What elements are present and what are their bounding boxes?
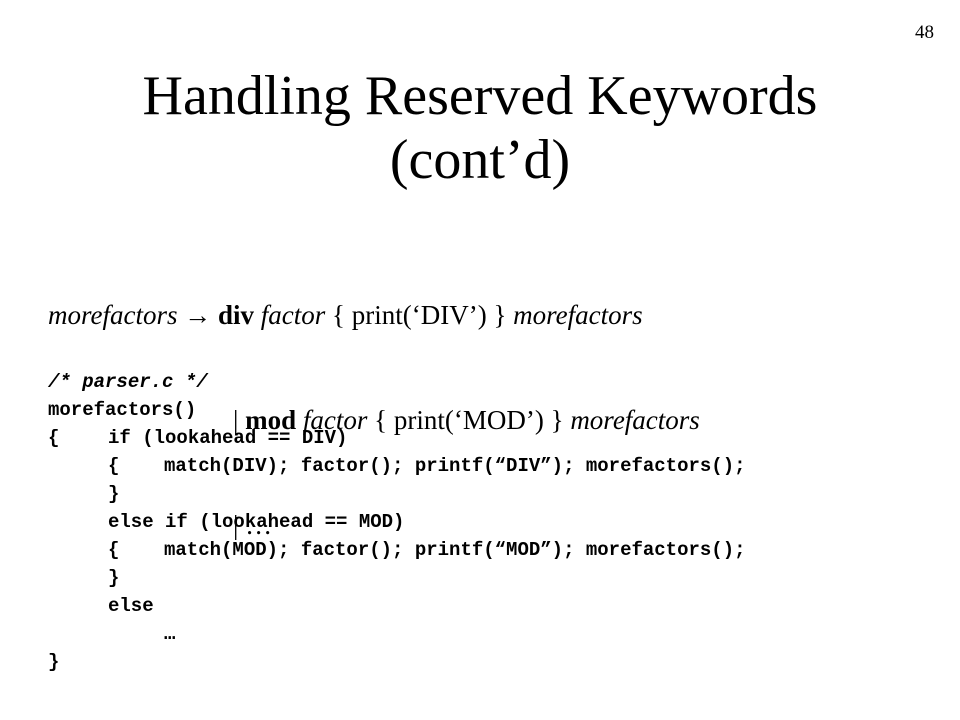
slide-number: 48 [915, 22, 934, 43]
code-if-condition: if (lookahead == DIV) [108, 427, 348, 449]
grammar-line-3: | … [48, 508, 700, 543]
code-ellipsis: … [164, 623, 176, 645]
keyword-mod: mod [245, 405, 297, 435]
code-line-div-body: { match(DIV); factor(); printf(“DIV”); mo… [48, 452, 746, 480]
grammar-ellipsis: … [245, 510, 273, 540]
code-mod-body: match(MOD); factor(); printf(“MOD”); mor… [164, 539, 746, 561]
code-else-if-condition: else if (lookahead == MOD) [108, 511, 405, 533]
code-function-signature: morefactors() [48, 399, 197, 421]
nonterminal-morefactors: morefactors [513, 300, 643, 330]
code-div-close-brace: } [108, 483, 120, 505]
code-else-keyword: else [108, 595, 154, 617]
code-block: /* parser.c */ morefactors() { if (lookah… [48, 368, 746, 676]
code-line-else-if: else if (lookahead == MOD) [48, 508, 746, 536]
slide-title: Handling Reserved Keywords (cont’d) [0, 64, 960, 192]
nonterminal-morefactors: morefactors [570, 405, 700, 435]
code-div-body: match(DIV); factor(); printf(“DIV”); mor… [164, 455, 746, 477]
grammar-line-1: morefactors → div factor { print(‘DIV’) … [48, 298, 700, 333]
arrow-symbol: → [184, 300, 212, 330]
code-line-div-close: } [48, 480, 746, 508]
code-line-ellipsis: … [48, 620, 746, 648]
grammar-production: morefactors → div factor { print(‘DIV’) … [48, 228, 700, 578]
code-line-mod-body: { match(MOD); factor(); printf(“MOD”); mo… [48, 536, 746, 564]
code-open-brace: { [48, 427, 60, 449]
code-line-if: { if (lookahead == DIV) [48, 424, 746, 452]
code-mod-open-brace: { [108, 539, 120, 561]
code-close-brace: } [48, 651, 60, 673]
code-comment: /* parser.c */ [48, 371, 208, 393]
title-line-1: Handling Reserved Keywords [142, 65, 818, 127]
nonterminal-factor: factor [260, 300, 326, 330]
alternative-bar: | [233, 405, 239, 435]
code-mod-close-brace: } [108, 567, 120, 589]
semantic-action-div: { print(‘DIV’) } [332, 300, 507, 330]
grammar-line-2: | mod factor { print(‘MOD’) } morefactor… [48, 403, 700, 438]
nonterminal-factor: factor [302, 405, 368, 435]
code-line-else: else [48, 592, 746, 620]
code-div-open-brace: { [108, 455, 120, 477]
alternative-bar: | [233, 510, 239, 540]
semantic-action-mod: { print(‘MOD’) } [374, 405, 564, 435]
code-line-mod-close: } [48, 564, 746, 592]
title-line-2: (cont’d) [389, 129, 571, 191]
keyword-div: div [218, 300, 255, 330]
grammar-lhs: morefactors [48, 300, 178, 330]
